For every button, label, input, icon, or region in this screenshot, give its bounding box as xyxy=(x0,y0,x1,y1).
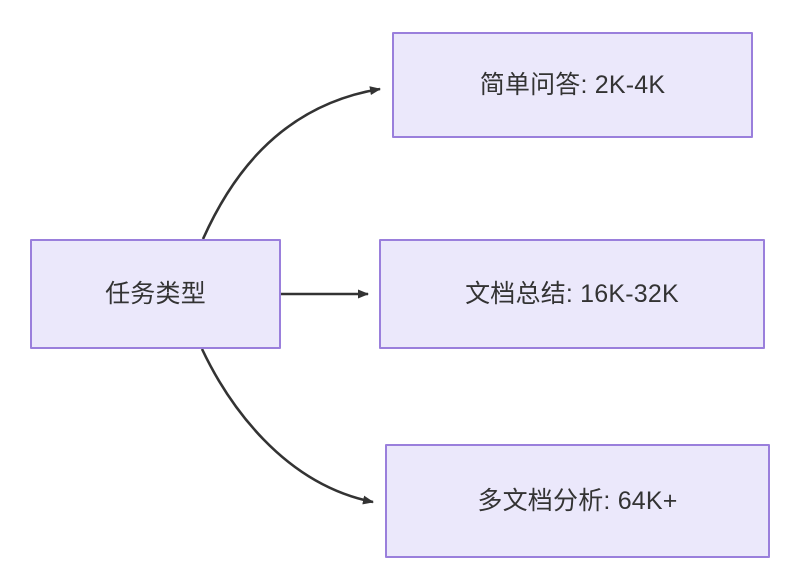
node-simple-qa[interactable]: 简单问答: 2K-4K xyxy=(392,32,753,138)
node-task-type-label: 任务类型 xyxy=(105,280,206,308)
node-doc-summary[interactable]: 文档总结: 16K-32K xyxy=(379,239,765,349)
node-task-type[interactable]: 任务类型 xyxy=(30,239,281,349)
node-multi-doc[interactable]: 多文档分析: 64K+ xyxy=(385,444,770,558)
node-simple-qa-label: 简单问答: 2K-4K xyxy=(479,71,666,99)
node-multi-doc-label: 多文档分析: 64K+ xyxy=(477,487,678,515)
edge-root-to-multi-doc xyxy=(200,348,374,505)
node-doc-summary-label: 文档总结: 16K-32K xyxy=(465,280,679,308)
edge-root-to-simple-qa xyxy=(201,86,381,240)
